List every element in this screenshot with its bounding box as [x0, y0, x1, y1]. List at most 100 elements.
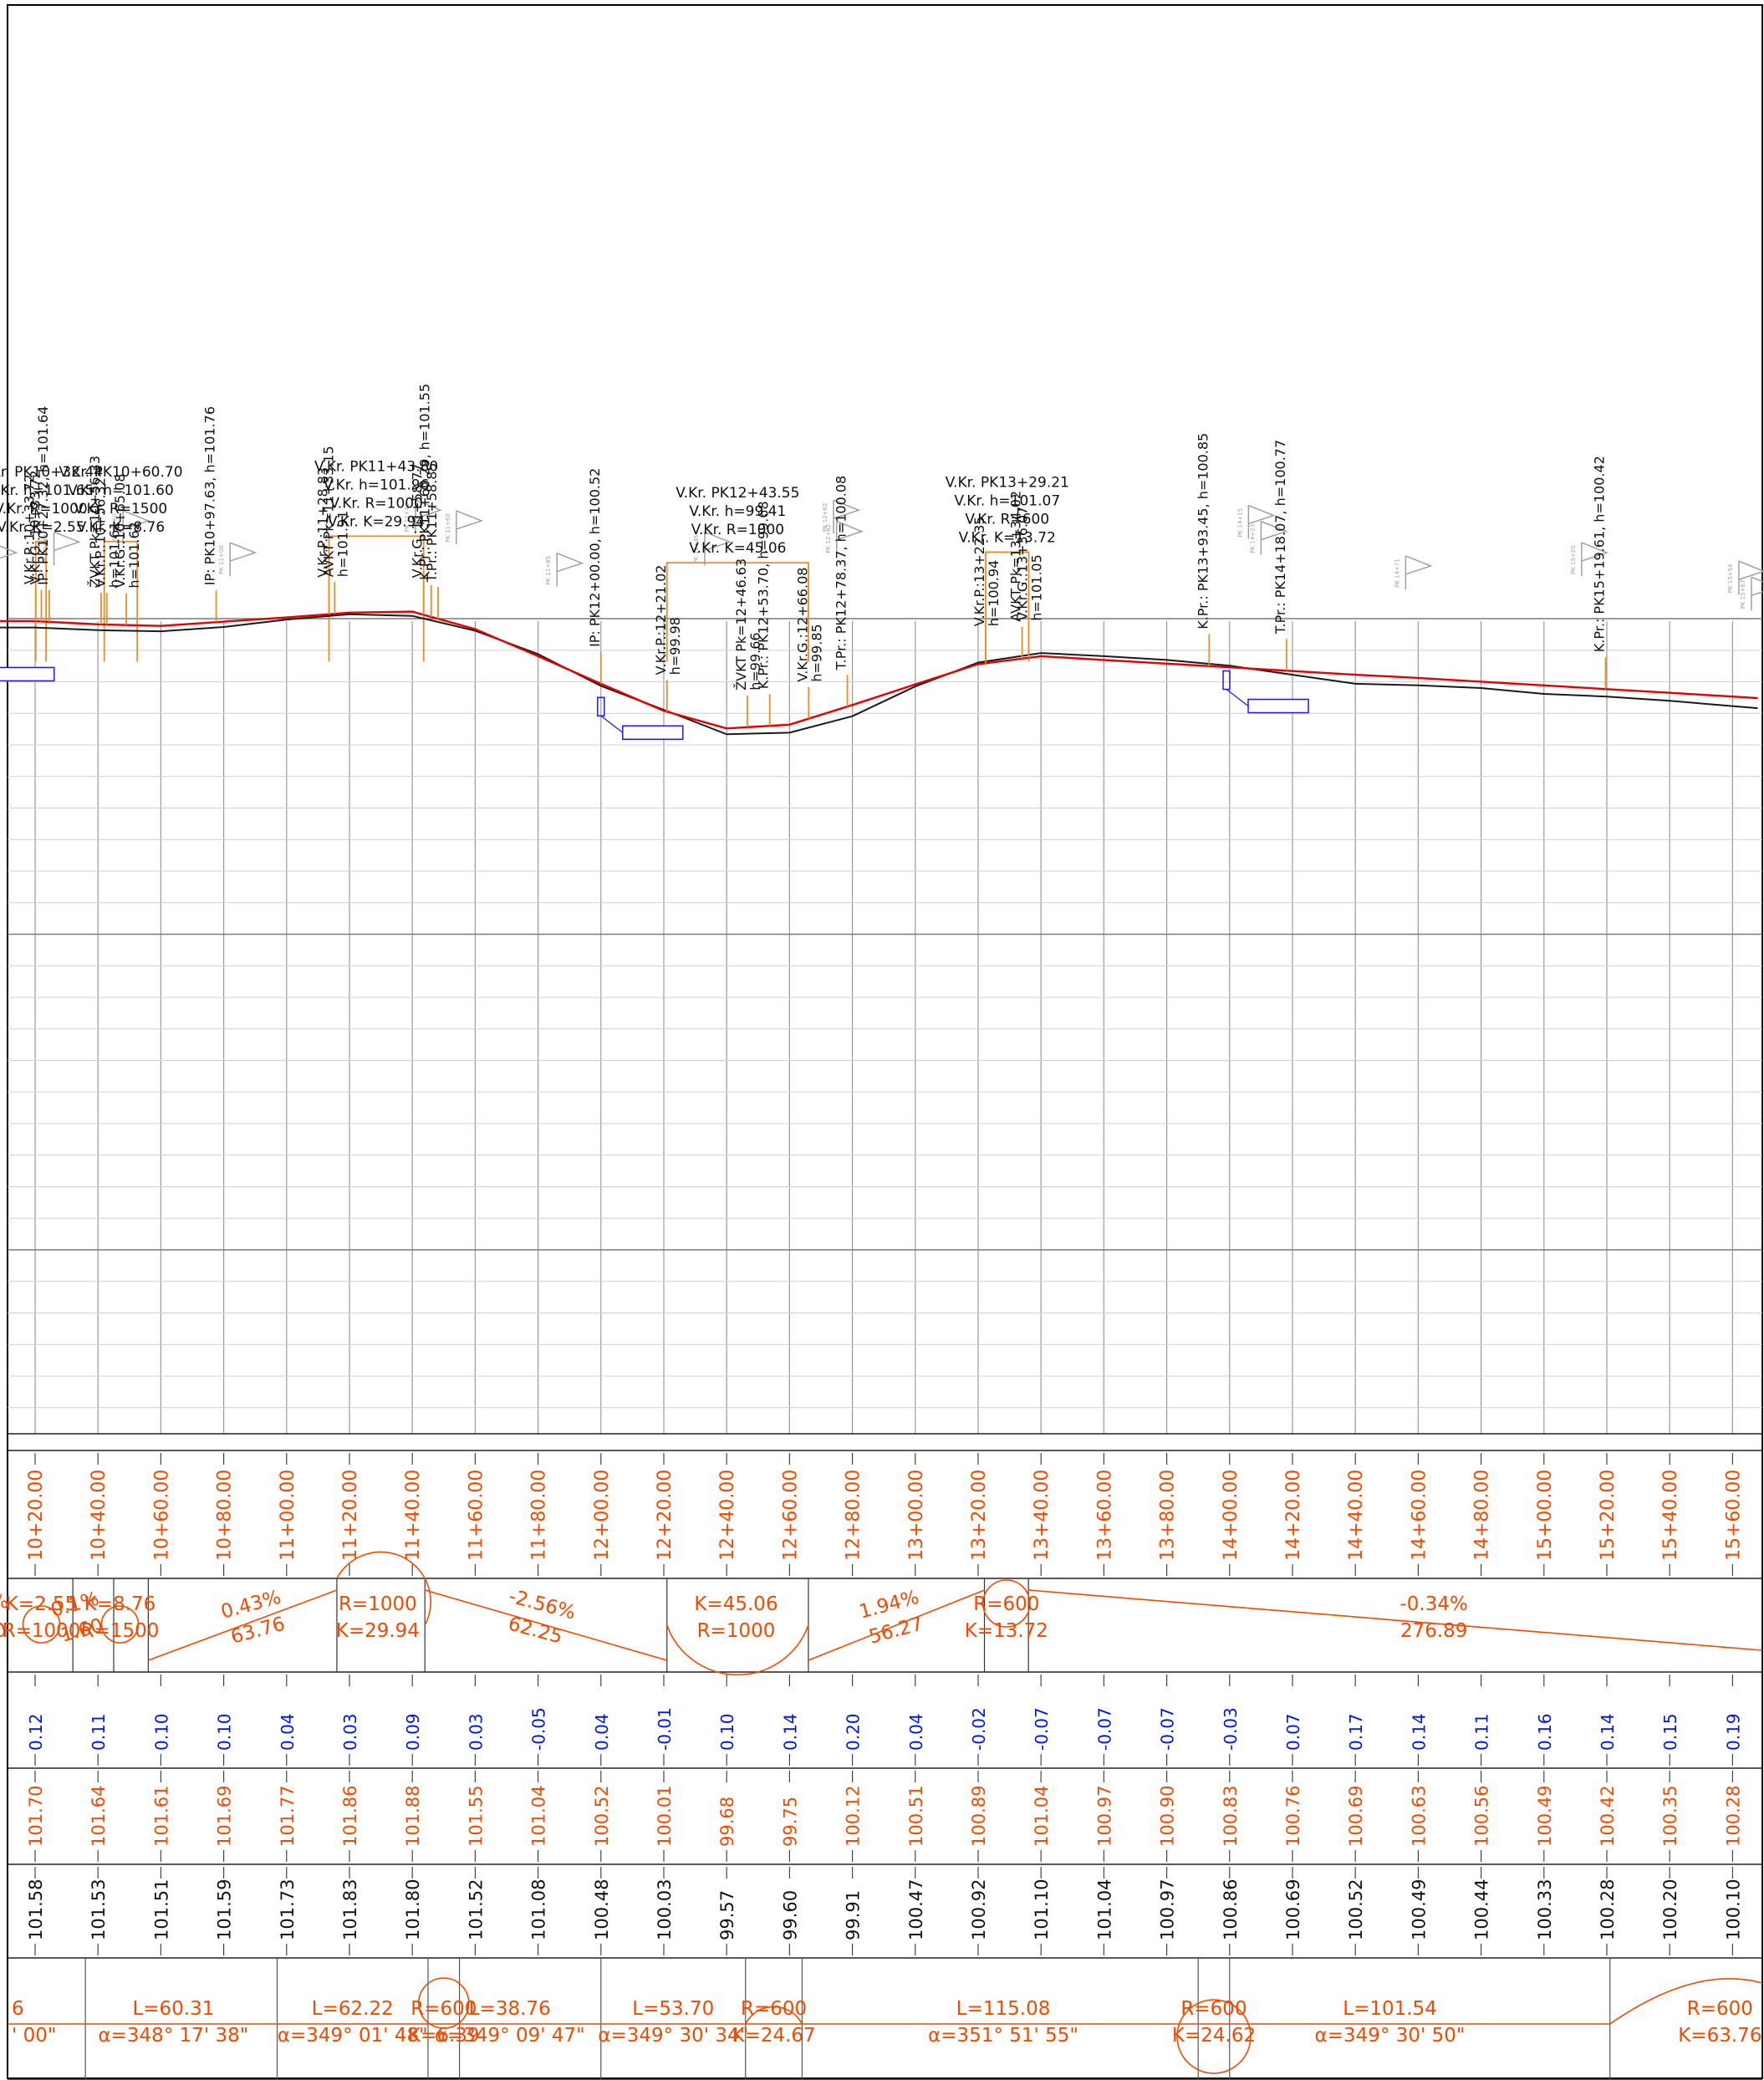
terrain-elev-value: 100.48 — [592, 1879, 612, 1940]
point-label: h=99.85 — [808, 624, 824, 681]
terrain-elev-value: 100.20 — [1660, 1879, 1680, 1940]
grade-slope-line — [425, 1589, 667, 1661]
point-label: V.Kr.P.:13+22.35 — [971, 516, 987, 626]
grade-bottom-label: R=1000 — [3, 1620, 81, 1642]
point-label: V.Kr.P.:11+28.83 — [315, 467, 331, 578]
point-label: V.Kr.G.:11+58.77 — [410, 463, 426, 578]
grade-bottom-label: K=13.72 — [965, 1620, 1048, 1642]
design-elev-value: 100.52 — [592, 1786, 612, 1847]
vertical-curve-label: V.Kr. h=101.65 — [0, 482, 94, 499]
vertical-curve-label: V.Kr. R=600 — [965, 511, 1049, 528]
vertical-curve-label: V.Kr. PK10+32.44 — [0, 464, 103, 481]
station-value: 15+00.00 — [1535, 1470, 1556, 1561]
height-diff-value: 0.11 — [1472, 1713, 1492, 1751]
point-label: V.Kr.G.:13+36.07 — [1015, 507, 1031, 621]
flag-icon — [1581, 542, 1609, 562]
flag-icon — [415, 499, 443, 519]
station-value: 13+60.00 — [1094, 1470, 1115, 1561]
station-value: 11+60.00 — [466, 1470, 487, 1561]
height-diff-value: 0.17 — [1346, 1713, 1366, 1751]
station-value: 15+20.00 — [1598, 1470, 1619, 1561]
profile-lines — [0, 610, 1758, 736]
height-diff-value: 0.20 — [844, 1713, 864, 1751]
grade-curve-arc — [336, 1551, 431, 1626]
vertical-curve-label: V.Kr. PK11+43.80 — [314, 458, 438, 475]
vertical-curve-label: V.Kr. PK12+43.55 — [676, 485, 799, 502]
point-label: V.Kr.G.:10+65.08 — [112, 474, 128, 589]
alignment-curve-arc — [1176, 1999, 1252, 2074]
station-value: 14+60.00 — [1409, 1470, 1430, 1561]
marker-box — [622, 725, 684, 740]
terrain-elev-value: 100.03 — [655, 1879, 675, 1940]
vertical-curve-label: V.Kr. K=13.72 — [959, 529, 1056, 546]
station-value: 15+60.00 — [1723, 1470, 1744, 1561]
flag-icon — [556, 553, 584, 573]
design-elev-value: 100.89 — [969, 1786, 989, 1847]
alignment-bottom-label: K=24.62 — [1172, 2025, 1256, 2047]
design-elev-value: 101.55 — [466, 1786, 486, 1847]
station-value: 13+40.00 — [1032, 1470, 1053, 1561]
vertical-curve-label: V.Kr. K=29.94 — [328, 513, 425, 530]
flag-label: PK 11+85 — [545, 556, 552, 585]
point-label: h=101.05 — [1029, 554, 1045, 621]
vertical-curve-label: V.Kr. R=1000 — [329, 495, 423, 512]
terrain-elev-value: 101.10 — [1032, 1879, 1052, 1940]
flag-label: PK 15+20 — [1570, 545, 1577, 574]
flag-icon — [1248, 504, 1276, 525]
terrain-elev-value: 101.58 — [26, 1879, 46, 1940]
vertical-curve-label: V.Kr. h=101.96 — [324, 477, 430, 493]
station-value: 12+20.00 — [655, 1470, 676, 1561]
station-value: 13+80.00 — [1158, 1470, 1179, 1561]
marker-box — [0, 666, 55, 682]
station-value: 13+00.00 — [906, 1470, 927, 1561]
terrain-elev-value: 100.33 — [1535, 1879, 1555, 1940]
station-value: 11+20.00 — [340, 1470, 361, 1561]
alignment-top-label: L=53.70 — [632, 1998, 714, 2020]
point-label: h=101.61 — [107, 522, 123, 589]
terrain-elev-value: 100.47 — [906, 1879, 926, 1940]
vertical-curve-label: V.Kr. K=2.55 — [0, 519, 85, 536]
vertical-curve-labels: V.Kr. PK10+32.44V.Kr. h=101.65V.Kr. R=10… — [0, 458, 1069, 557]
height-diff-value: 0.09 — [403, 1713, 423, 1751]
height-diff-value: -0.03 — [1221, 1707, 1241, 1751]
design-elev-value: 100.28 — [1723, 1786, 1743, 1847]
point-label: K.Pr.: PK13+93.45, h=100.85 — [1195, 433, 1211, 630]
vertical-curve-label: V.Kr. PK10+60.70 — [59, 464, 182, 481]
design-elev-value: 100.49 — [1535, 1786, 1555, 1847]
alignment-top-label: R=600 — [1180, 1998, 1247, 2020]
point-label: IP: PK10+27.32, h=101.64 — [35, 406, 51, 585]
station-value: 14+80.00 — [1472, 1470, 1493, 1561]
design-elev-value: 100.90 — [1158, 1786, 1178, 1847]
design-elev-value: 99.68 — [717, 1797, 737, 1847]
design-elev-value: 100.01 — [655, 1786, 675, 1847]
point-label: T.Pr.: PK11+58.85 — [424, 462, 440, 583]
height-diff-value: 0.04 — [592, 1713, 612, 1751]
flag-icon — [1405, 555, 1433, 575]
flag-label: PK 12+45 — [693, 535, 700, 564]
point-label: K.Pr.: PK11+60.29, h=101.55 — [417, 384, 433, 580]
alignment-top-label: 6 — [12, 1998, 24, 2020]
vertical-curve-label: V.Kr. PK13+29.21 — [946, 474, 1069, 491]
terrain-elev-value: 100.86 — [1221, 1879, 1241, 1940]
height-diff-value: 0.12 — [26, 1713, 46, 1751]
drawing-frame — [7, 4, 1763, 2079]
point-label: h=99.66 — [747, 632, 763, 690]
point-label: IP: PK12+00.00, h=100.52 — [587, 468, 603, 647]
point-label: h=100.94 — [986, 560, 1002, 627]
point-label: h=99.98 — [667, 617, 683, 675]
alignment-top-label: L=60.31 — [132, 1998, 214, 2020]
station-value: 14+20.00 — [1283, 1470, 1304, 1561]
grade-top-label: R=1000 — [339, 1593, 417, 1615]
point-label: ŽVKT Pk=10+56.33 — [87, 456, 103, 588]
point-label: V.Kr.G.:10+33.72 — [28, 470, 43, 584]
alignment-curve-arc — [1609, 1978, 1763, 2025]
vertical-curve-label: V.Kr. K=8.76 — [77, 519, 165, 536]
grade-curve-arc — [100, 1605, 140, 1644]
vertical-curve-label: V.Kr. h=101.07 — [954, 492, 1060, 509]
vertical-curve-box — [985, 551, 1030, 662]
grade-curve-arc — [22, 1605, 61, 1644]
design-elev-value: 101.64 — [89, 1786, 109, 1847]
terrain-line — [0, 613, 1758, 736]
